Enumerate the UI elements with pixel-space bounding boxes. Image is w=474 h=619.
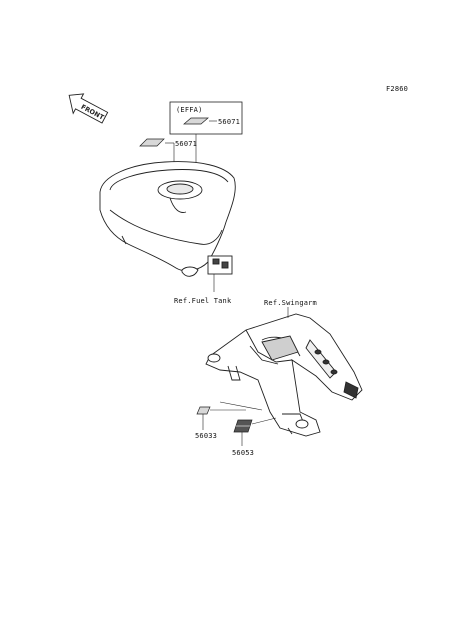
effa-group-box [169,101,243,135]
swingarm [205,313,363,437]
fuel-tank [99,161,236,277]
ref-fuel-tank[interactable]: Ref.Fuel Tank [174,297,232,305]
effa-label: (EFFA) [176,106,203,114]
front-arrow-icon: FRONT [68,93,109,124]
decal-56033 [196,406,211,415]
ref-swingarm[interactable]: Ref.Swingarm [264,299,317,307]
part-number-56071-effa[interactable]: 56071 [218,118,241,126]
decal-56071-effa [183,117,209,125]
leader-56053 [251,417,277,425]
part-number-56053[interactable]: 56053 [232,449,255,457]
part-number-56071[interactable]: 56071 [175,140,198,148]
part-number-56033[interactable]: 56033 [195,432,218,440]
figure-code: F2860 [386,85,409,93]
decal-56071 [139,138,165,147]
